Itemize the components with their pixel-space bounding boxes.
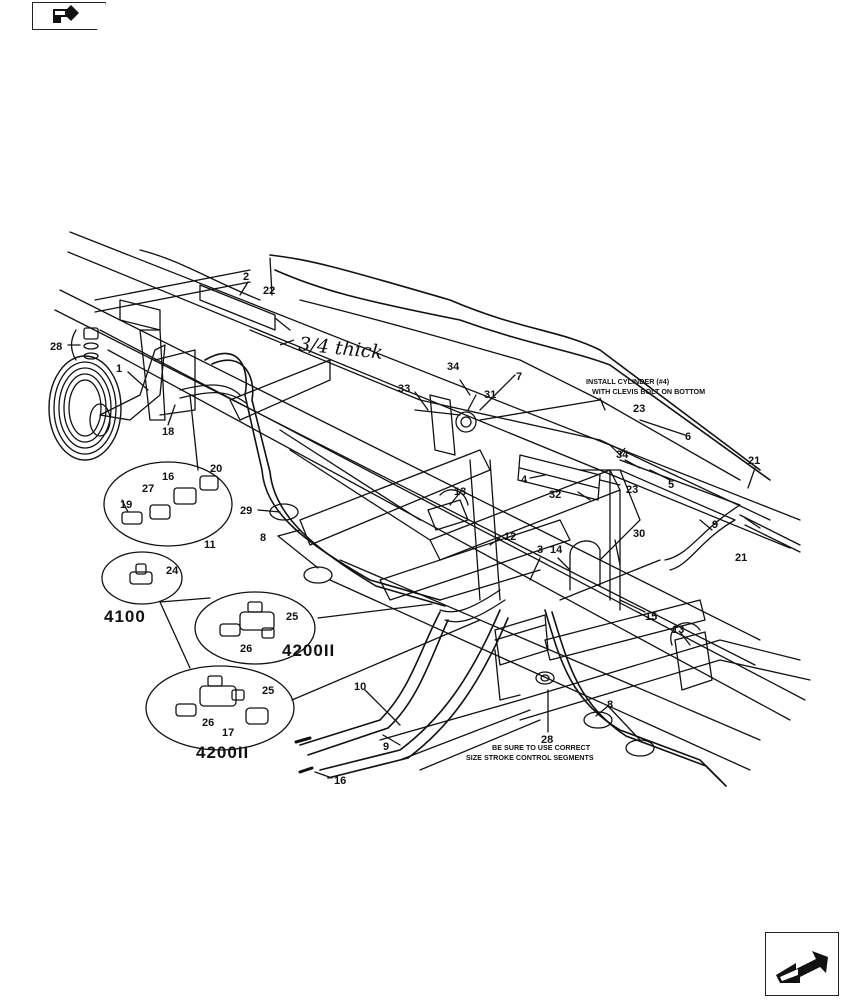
callout-1: 1 xyxy=(116,363,122,375)
callout-7: 7 xyxy=(516,371,522,383)
callout-13-lower: 13 xyxy=(672,624,684,636)
callout-30: 30 xyxy=(633,528,645,540)
callout-8-upper: 8 xyxy=(260,532,266,544)
callout-32: 32 xyxy=(549,489,561,501)
callout-18: 18 xyxy=(162,426,174,438)
callout-3: 3 xyxy=(537,544,543,556)
callout-4: 4 xyxy=(521,474,528,486)
callout-25-upper: 25 xyxy=(286,611,298,623)
callout-26-upper: 26 xyxy=(240,643,252,655)
callout-22: 22 xyxy=(263,285,275,297)
callout-6: 6 xyxy=(685,431,691,443)
callout-21-lower: 21 xyxy=(735,552,747,564)
callout-25-lower: 25 xyxy=(262,685,274,697)
callout-24: 24 xyxy=(166,565,179,577)
back-arrow-icon xyxy=(53,5,79,23)
callout-29: 29 xyxy=(240,505,252,517)
callout-19: 19 xyxy=(120,499,132,511)
next-arrow-icon xyxy=(776,951,828,983)
callout-11: 11 xyxy=(204,539,216,551)
model-label-4200-lower: 4200II xyxy=(196,743,249,762)
back-button[interactable] xyxy=(32,2,106,30)
callout-13-upper: 13 xyxy=(454,486,466,498)
next-button[interactable] xyxy=(765,932,839,996)
callout-8-lower: 8 xyxy=(607,699,613,711)
callout-5: 5 xyxy=(668,479,674,491)
callout-20: 20 xyxy=(210,463,222,475)
callout-14: 14 xyxy=(550,544,563,556)
callout-28-upper: 28 xyxy=(50,341,62,353)
callout-16-lower: 16 xyxy=(334,775,346,787)
model-label-4200-upper: 4200II xyxy=(282,641,335,660)
callout-16-bubble: 16 xyxy=(162,471,174,483)
handwritten-thickness-note: 3/4 thick xyxy=(297,333,384,364)
callout-23-lower: 23 xyxy=(626,484,638,496)
callout-10: 10 xyxy=(354,681,366,693)
callout-34-upper: 34 xyxy=(447,361,460,373)
callout-12: 12 xyxy=(504,531,516,543)
callout-33: 33 xyxy=(398,383,410,395)
callout-27: 27 xyxy=(142,483,154,495)
model-label-4100: 4100 xyxy=(104,607,146,626)
callout-15: 15 xyxy=(645,611,657,623)
callout-21-upper: 21 xyxy=(748,455,760,467)
callout-9-upper: 9 xyxy=(712,519,718,531)
callout-17: 17 xyxy=(222,727,234,739)
install-note-line2: WITH CLEVIS BOLT ON BOTTOM xyxy=(592,387,705,396)
segments-note-line1: BE SURE TO USE CORRECT xyxy=(492,743,591,752)
segments-note-line2: SIZE STROKE CONTROL SEGMENTS xyxy=(466,753,594,762)
callout-34-lower: 34 xyxy=(616,449,629,461)
callout-2: 2 xyxy=(243,271,249,283)
install-note-line1: INSTALL CYLINDER (#4) xyxy=(586,377,670,386)
callout-9-lower: 9 xyxy=(383,741,389,753)
callout-28-lower: 28 xyxy=(541,734,553,746)
callout-23-upper: 23 xyxy=(633,403,645,415)
callout-26-lower: 26 xyxy=(202,717,214,729)
callout-31: 31 xyxy=(484,389,496,401)
